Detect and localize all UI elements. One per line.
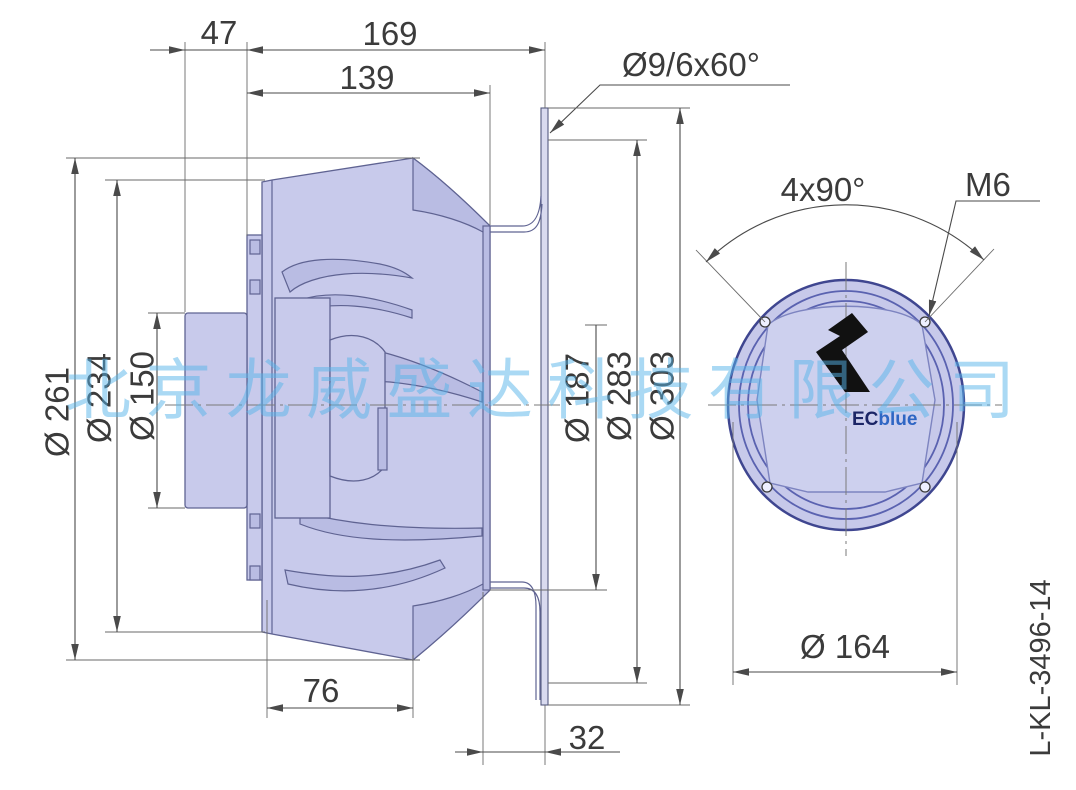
ecblue-logo-text: ECblue: [852, 409, 917, 430]
inlet-ring-top-inner: [490, 203, 543, 233]
stator-housing: [274, 297, 331, 519]
dia-164-label: Ø 164: [800, 628, 890, 665]
logo-text-ec-part: EC: [852, 409, 879, 430]
inlet-ring-bottom-inner: [490, 581, 537, 700]
bolt-head: [249, 279, 261, 295]
bolt-head: [249, 239, 261, 255]
dim-76-label: 76: [303, 672, 340, 709]
dim-169-label: 169: [362, 15, 417, 52]
dim-32-label: 32: [569, 719, 606, 756]
hole-spacing-label: 4x90°: [781, 171, 866, 208]
thread-leader: [928, 200, 1040, 317]
flange-plate: [540, 107, 549, 706]
flange-holes-leader: [549, 84, 790, 134]
dia-261-label: Ø 261: [39, 367, 76, 457]
radial-line: [695, 249, 766, 323]
dim-139-label: 139: [339, 59, 394, 96]
motor-rotor: [184, 312, 248, 509]
drawing-code: L-KL-3496-14: [1025, 579, 1057, 756]
blade: [281, 258, 415, 294]
dia-150-label: Ø 150: [124, 351, 161, 441]
bolt-hole: [761, 481, 773, 493]
dia-303-label: Ø 303: [644, 351, 681, 441]
blade: [284, 559, 446, 592]
blade: [299, 511, 483, 541]
inlet-edge: [482, 225, 491, 591]
dia-234-label: Ø 234: [81, 353, 118, 443]
bolt-head: [249, 513, 261, 529]
thread-label: M6: [965, 166, 1011, 203]
inlet-ring-top: [490, 195, 542, 227]
logo-text-blue-part: blue: [878, 409, 917, 430]
hub-detail: [377, 407, 388, 471]
bolt-hole: [919, 481, 931, 493]
dia-187-label: Ø 187: [559, 353, 596, 443]
side-view-dimensions: 47 169 139 Ø9/6x60° Ø 261 Ø 234 Ø 150 76: [39, 14, 790, 765]
company-watermark: 北京龙威盛达科技有限公司: [65, 352, 1015, 429]
dia-283-label: Ø 283: [601, 351, 638, 441]
lightning-bolt-icon: [816, 313, 870, 392]
side-view-fan: [184, 107, 549, 706]
front-view: ECblue 4x90° M6 Ø 164: [695, 166, 1040, 685]
bolt-head: [249, 565, 261, 581]
flange-holes-label: Ø9/6x60°: [622, 46, 760, 83]
inlet-ring-bottom: [490, 587, 541, 700]
angle-arc-4x90: [705, 204, 985, 263]
dim-47-label: 47: [201, 14, 238, 51]
